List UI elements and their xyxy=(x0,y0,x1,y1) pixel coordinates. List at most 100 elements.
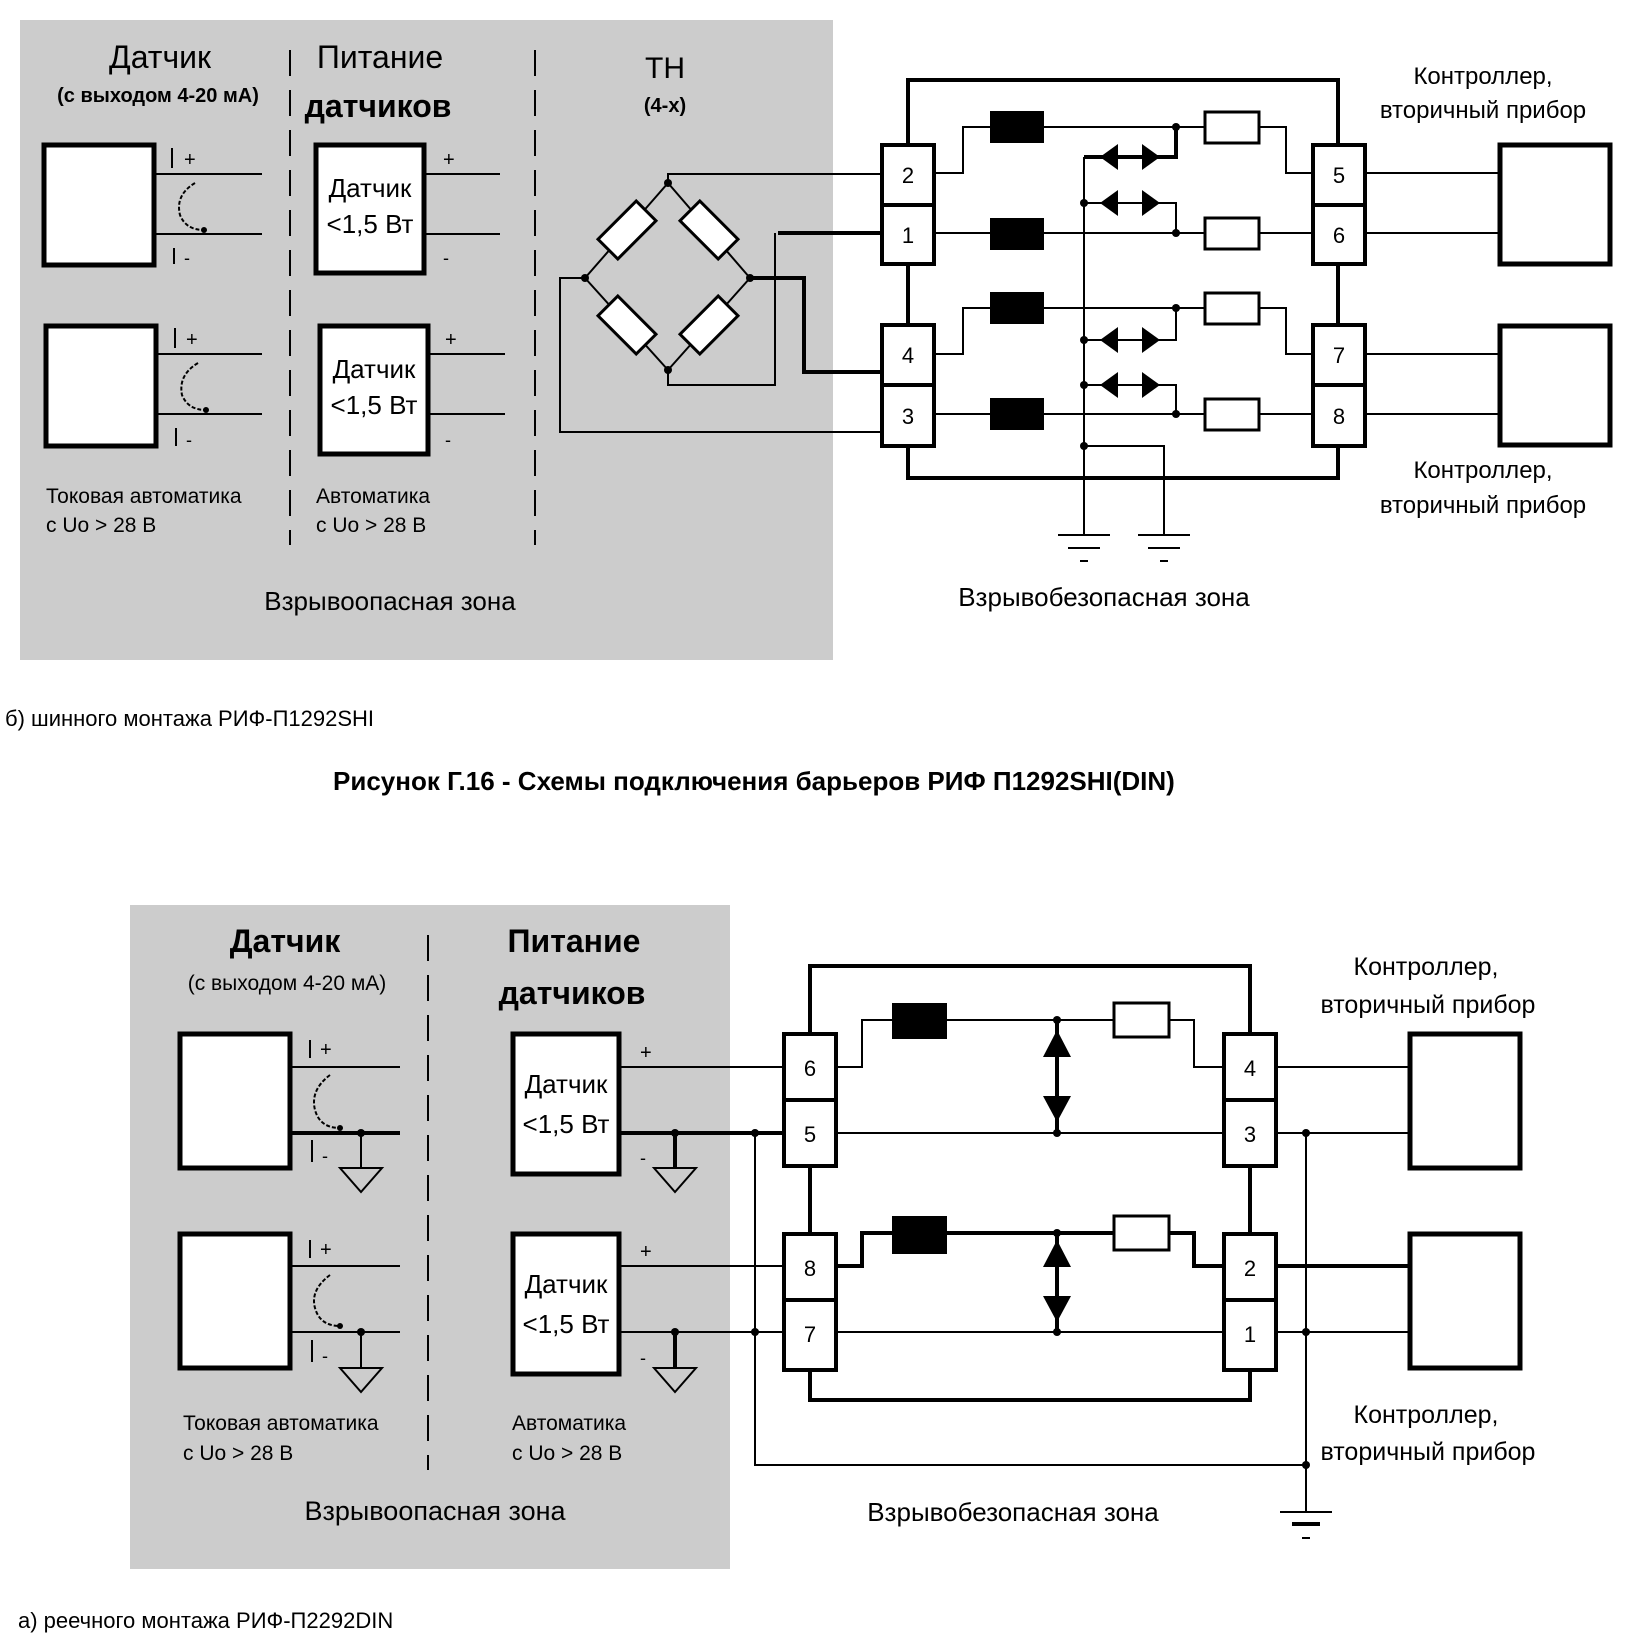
bottom-controller-2 xyxy=(1407,1231,1523,1371)
plus-label: + xyxy=(184,149,196,171)
top-terminal-6 xyxy=(1311,203,1367,266)
top-barrier: 2 1 4 3 5 6 7 8 xyxy=(880,63,1613,612)
top-current-sensor-2 xyxy=(43,323,159,449)
sensor-box-power: <1,5 Вт xyxy=(523,1109,610,1139)
ground-triangle-icon xyxy=(337,1367,385,1394)
terminal-number: 3 xyxy=(1244,1122,1256,1147)
bottom-powered-sensor-1 xyxy=(510,1031,622,1177)
current-automation-label: Токовая автоматика xyxy=(46,485,242,508)
top-powered-sensor-2 xyxy=(317,323,431,457)
controller-label: Контроллер, xyxy=(1413,63,1552,90)
top-th-heading: ТН xyxy=(645,52,685,85)
top-terminal-2 xyxy=(880,143,936,207)
fuse-icon xyxy=(1112,1214,1171,1252)
controller-label: Контроллер, xyxy=(1413,457,1552,484)
controller-label-2: вторичный прибор xyxy=(1380,492,1586,519)
ground-icon xyxy=(1058,534,1110,562)
automation-voltage: с Uo > 28 В xyxy=(316,514,426,537)
automation-label: Автоматика xyxy=(512,1412,626,1435)
bottom-powered-sensor-2 xyxy=(510,1231,622,1377)
sensor-box-label: Датчик xyxy=(329,173,412,203)
controller-label: Контроллер, xyxy=(1354,953,1499,981)
top-power-heading-1: Питание xyxy=(317,39,443,75)
minus-label: - xyxy=(443,248,449,268)
bottom-terminal-7 xyxy=(782,1298,838,1372)
bottom-power-heading-1: Питание xyxy=(508,923,641,959)
current-loop-arrow-icon xyxy=(313,1274,341,1327)
current-automation-label: Токовая автоматика xyxy=(183,1412,379,1435)
sensor-box-power: <1,5 Вт xyxy=(327,209,414,239)
plus-label: + xyxy=(640,1241,652,1263)
bottom-sensor-subheading: (с выходом 4-20 мА) xyxy=(188,972,387,995)
resistance-thermometer-bridge xyxy=(581,179,754,374)
zener-diode-pair-icon xyxy=(1084,127,1178,170)
current-loop-arrow-icon xyxy=(313,1074,341,1129)
zener-diode-pair-icon xyxy=(1084,308,1177,353)
top-th-subheading: (4-х) xyxy=(644,95,686,117)
automation-label: Автоматика xyxy=(316,485,430,508)
top-terminal-8 xyxy=(1311,383,1367,448)
sensor-box-label: Датчик xyxy=(333,354,416,384)
terminal-number: 5 xyxy=(804,1122,816,1147)
fuse-icon xyxy=(1112,1001,1171,1039)
terminal-number: 4 xyxy=(902,343,914,368)
ground-icon xyxy=(1138,534,1190,562)
top-terminal-3 xyxy=(880,383,936,448)
terminal-number: 6 xyxy=(1333,223,1345,248)
zener-diode-pair-icon xyxy=(1043,1229,1071,1336)
sensor-box-label: Датчик xyxy=(525,1069,608,1099)
bottom-controller-1 xyxy=(1407,1031,1523,1171)
zener-diode-pair-icon xyxy=(1043,1016,1071,1137)
top-terminal-5 xyxy=(1311,143,1367,207)
resistor-black-icon xyxy=(892,1003,947,1039)
ground-triangle-icon xyxy=(651,1367,699,1394)
terminal-number: 4 xyxy=(1244,1056,1256,1081)
terminal-number: 7 xyxy=(1333,343,1345,368)
minus-label: - xyxy=(322,1346,328,1366)
sensor-box-power: <1,5 Вт xyxy=(331,390,418,420)
resistor-black-icon xyxy=(990,218,1044,250)
controller-label-2: вторичный прибор xyxy=(1321,1438,1536,1466)
top-sensor-heading: Датчик xyxy=(109,39,212,75)
sensor-box-label: Датчик xyxy=(525,1269,608,1299)
fuse-icon xyxy=(1203,110,1261,145)
resistor-icon xyxy=(677,198,741,262)
current-automation-voltage: с Uo > 28 В xyxy=(183,1442,293,1465)
bottom-hazard-zone: Датчик (с выходом 4-20 мА) Питание датчи… xyxy=(177,923,785,1526)
terminal-number: 1 xyxy=(1244,1322,1256,1347)
ground-triangle-icon xyxy=(337,1167,385,1194)
top-diagram-caption: б) шинного монтажа РИФ-П1292SHI xyxy=(5,706,375,731)
minus-label: - xyxy=(640,1148,646,1168)
controller-label-2: вторичный прибор xyxy=(1321,991,1536,1019)
fuse-icon xyxy=(1203,291,1261,326)
bottom-barrier: 6 5 8 7 4 3 2 1 xyxy=(751,953,1536,1539)
current-loop-arrow-icon xyxy=(178,182,205,231)
terminal-number: 8 xyxy=(1333,404,1345,429)
top-terminal-1 xyxy=(880,203,936,266)
bottom-diagram-caption: а) реечного монтажа РИФ-П2292DIN xyxy=(18,1608,394,1633)
terminal-number: 2 xyxy=(1244,1256,1256,1281)
minus-label: - xyxy=(445,430,451,450)
minus-label: - xyxy=(186,430,192,450)
terminal-number: 7 xyxy=(804,1322,816,1347)
bottom-power-heading-2: датчиков xyxy=(499,975,646,1011)
terminal-number: 2 xyxy=(902,163,914,188)
top-hazard-zone-label: Взрывоопасная зона xyxy=(264,586,516,616)
resistor-icon xyxy=(595,198,659,262)
top-hazard-zone: Датчик (с выходом 4-20 мА) Питание датчи… xyxy=(41,39,882,616)
current-loop-arrow-icon xyxy=(180,362,207,411)
automation-voltage: с Uo > 28 В xyxy=(512,1442,622,1465)
resistor-icon xyxy=(595,293,659,357)
bottom-current-sensor-1 xyxy=(177,1031,293,1171)
resistor-icon xyxy=(677,293,741,357)
resistor-black-icon xyxy=(892,1216,947,1254)
plus-label: + xyxy=(443,149,455,171)
sensor-box-power: <1,5 Вт xyxy=(523,1309,610,1339)
fuse-icon xyxy=(1203,216,1261,251)
top-controller-2 xyxy=(1497,323,1613,448)
plus-label: + xyxy=(445,329,457,351)
bottom-terminal-1 xyxy=(1222,1298,1278,1372)
top-controller-1 xyxy=(1497,142,1613,267)
terminal-number: 6 xyxy=(804,1056,816,1081)
terminal-number: 3 xyxy=(902,404,914,429)
